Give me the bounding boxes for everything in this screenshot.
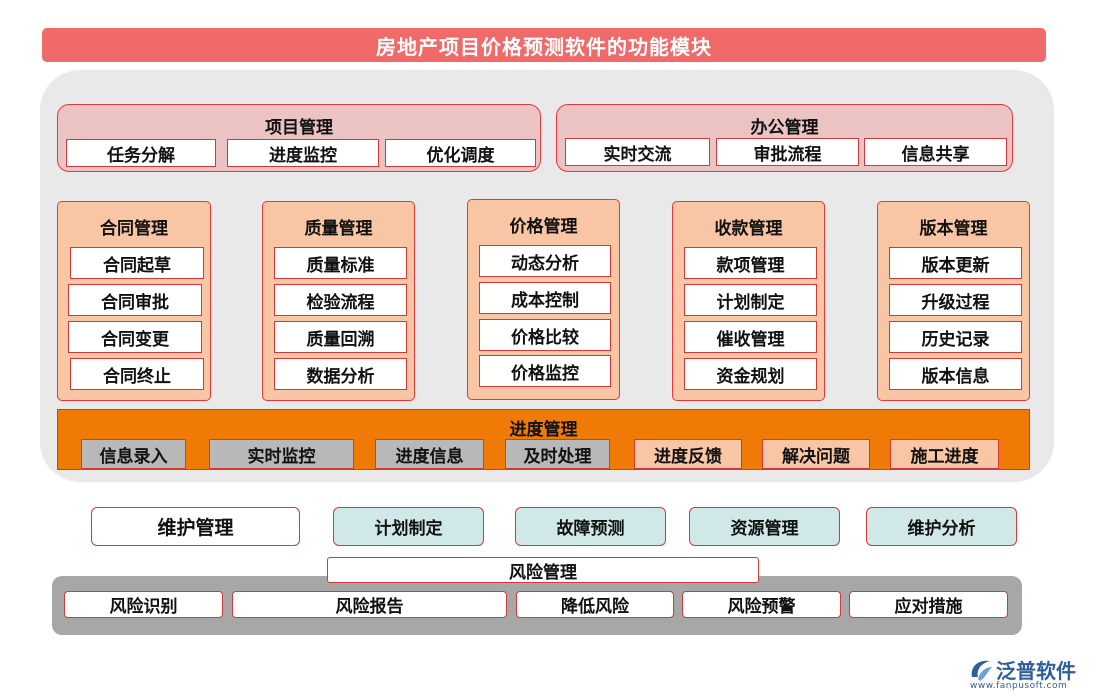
price-mgmt-column: 价格管理 动态分析 成本控制 价格比较 价格监控 xyxy=(467,199,620,400)
progress-item: 进度反馈 xyxy=(634,439,742,469)
column-item: 动态分析 xyxy=(479,245,611,277)
maintenance-item: 资源管理 xyxy=(689,507,840,546)
project-item: 进度监控 xyxy=(227,139,379,167)
brand-swirl-icon xyxy=(971,660,992,681)
column-item: 版本更新 xyxy=(889,247,1022,279)
column-item: 质量回溯 xyxy=(274,321,407,353)
column-item: 数据分析 xyxy=(274,358,407,390)
column-title: 收款管理 xyxy=(714,219,783,239)
column-item: 质量标准 xyxy=(274,247,407,279)
office-mgmt-group: 办公管理 实时交流 审批流程 信息共享 xyxy=(556,104,1013,172)
contract-mgmt-column: 合同管理 合同起草 合同审批 合同变更 合同终止 xyxy=(57,201,211,401)
column-item: 合同终止 xyxy=(70,358,204,390)
column-item: 版本信息 xyxy=(889,358,1022,390)
maintenance-item: 故障预测 xyxy=(515,507,666,546)
risk-item: 应对措施 xyxy=(849,591,1008,618)
project-item: 任务分解 xyxy=(66,139,216,167)
column-item: 款项管理 xyxy=(684,247,817,279)
column-item: 资金规划 xyxy=(684,358,817,390)
office-item: 审批流程 xyxy=(716,138,859,166)
progress-item: 信息录入 xyxy=(81,439,186,469)
column-item: 合同起草 xyxy=(70,247,204,279)
progress-item: 实时监控 xyxy=(209,439,354,469)
column-title: 合同管理 xyxy=(100,219,168,239)
progress-item: 解决问题 xyxy=(762,439,870,469)
column-item: 历史记录 xyxy=(889,321,1022,353)
office-mgmt-title: 办公管理 xyxy=(750,118,819,138)
column-item: 合同变更 xyxy=(68,321,202,353)
progress-item: 施工进度 xyxy=(890,439,999,469)
office-item: 信息共享 xyxy=(864,138,1007,166)
risk-mgmt-title: 风险管理 xyxy=(327,557,759,583)
column-item: 合同审批 xyxy=(68,284,202,316)
version-mgmt-column: 版本管理 版本更新 升级过程 历史记录 版本信息 xyxy=(877,201,1030,401)
column-item: 价格比较 xyxy=(479,319,611,351)
column-item: 升级过程 xyxy=(889,284,1022,316)
maintenance-item: 维护分析 xyxy=(866,507,1017,546)
column-item: 催收管理 xyxy=(684,321,817,353)
column-item: 检验流程 xyxy=(274,284,407,316)
brand-logo: 泛普软件 www.fanpusoft.com xyxy=(968,655,1092,695)
progress-mgmt-title: 进度管理 xyxy=(509,420,578,440)
progress-item: 及时处理 xyxy=(505,439,610,469)
maintenance-item: 计划制定 xyxy=(333,507,484,546)
project-mgmt-title: 项目管理 xyxy=(265,118,333,138)
risk-item: 降低风险 xyxy=(516,591,674,618)
risk-item: 风险预警 xyxy=(682,591,841,618)
project-item: 优化调度 xyxy=(385,139,536,167)
column-item: 计划制定 xyxy=(684,284,817,316)
column-title: 版本管理 xyxy=(919,219,988,239)
brand-url: www.fanpusoft.com xyxy=(970,681,1068,691)
column-item: 价格监控 xyxy=(479,355,611,387)
quality-mgmt-column: 质量管理 质量标准 检验流程 质量回溯 数据分析 xyxy=(262,201,415,401)
progress-mgmt-bar: 进度管理 信息录入 实时监控 进度信息 及时处理 进度反馈 解决问题 施工进度 xyxy=(57,409,1030,470)
payment-mgmt-column: 收款管理 款项管理 计划制定 催收管理 资金规划 xyxy=(672,201,825,401)
page-title: 房地产项目价格预测软件的功能模块 xyxy=(42,28,1046,62)
brand-name: 泛普软件 xyxy=(996,659,1076,683)
column-title: 价格管理 xyxy=(509,217,578,237)
office-item: 实时交流 xyxy=(565,138,710,166)
column-title: 质量管理 xyxy=(304,219,373,239)
column-item: 成本控制 xyxy=(479,282,611,314)
maintenance-mgmt-box: 维护管理 xyxy=(91,507,300,546)
progress-item: 进度信息 xyxy=(375,439,484,469)
risk-item: 风险报告 xyxy=(232,591,507,618)
project-mgmt-group: 项目管理 任务分解 进度监控 优化调度 xyxy=(57,104,541,172)
risk-item: 风险识别 xyxy=(64,591,223,618)
